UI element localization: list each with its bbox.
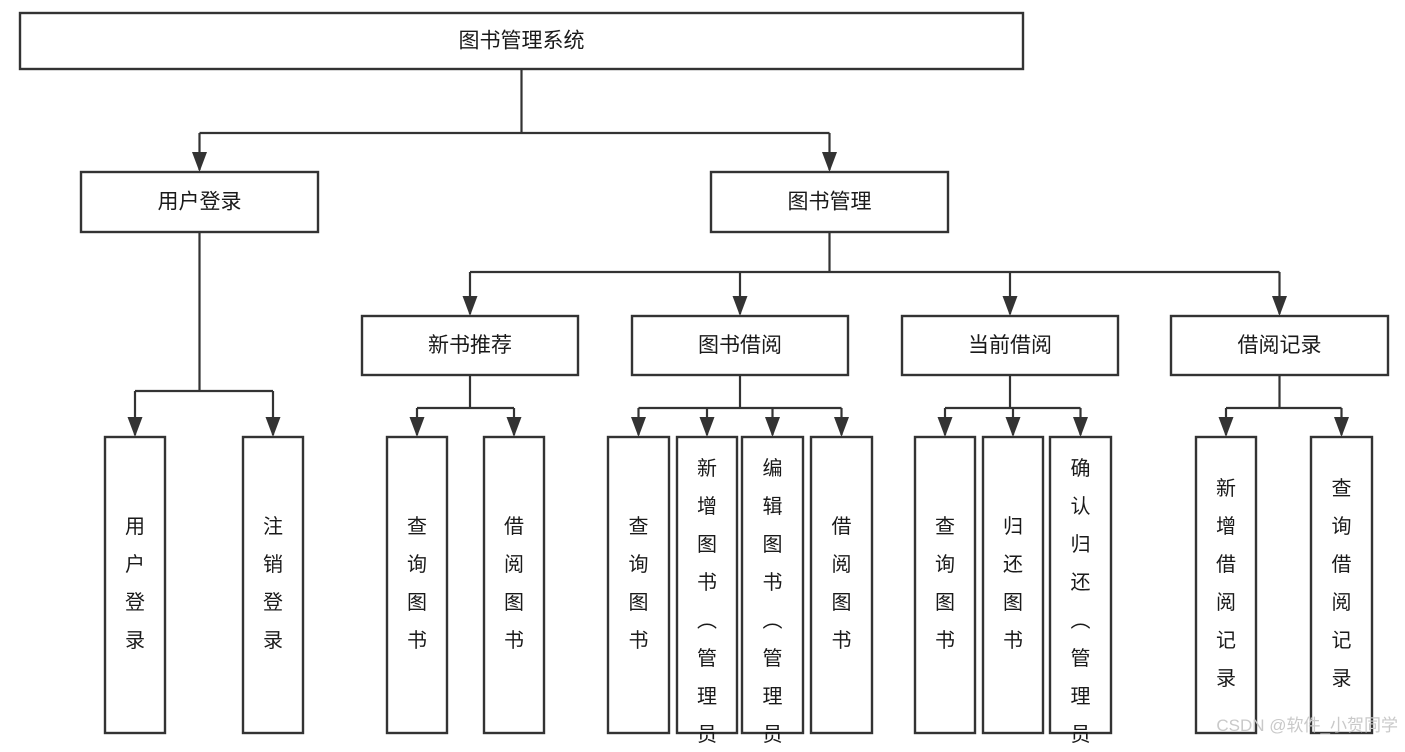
arrow-head-icon [834,417,849,437]
arrow-head-icon [1073,417,1088,437]
node-box-leaf-edit-book-admin [740,435,805,735]
arrow-head-icon [732,296,748,316]
node-label-leaf-add-borrow-record: 新增借阅记录 [1216,477,1236,690]
node-label-book-management: 图书管理 [788,191,872,214]
node-label-leaf-return-book: 归还图书 [1003,515,1023,652]
node-label-leaf-query-book-borrow: 查询图书 [629,515,649,652]
connectors-layer [127,69,1349,437]
node-box-leaf-query-book-current [913,435,977,735]
csdn-watermark: CSDN @软件_小贺同学 [1216,716,1398,735]
node-label-leaf-user-login: 用户登录 [125,516,145,652]
arrow-head-icon [1218,417,1234,437]
node-new-book-recommend[interactable]: 新书推荐 [360,314,580,377]
node-box-leaf-query-book-recommend [385,435,449,735]
node-label-leaf-confirm-return-admin: 确认归还︵管理员︶ [1071,457,1091,747]
node-leaf-borrow-book[interactable]: 借阅图书 [809,435,874,735]
node-box-leaf-query-borrow-record [1309,435,1374,735]
node-leaf-borrow-book-recommend[interactable]: 借阅图书 [482,435,546,735]
node-box-leaf-borrow-book-recommend [482,435,546,735]
arrow-head-icon [1272,296,1287,316]
node-box-user-login [79,170,320,234]
node-box-leaf-logout [241,435,305,735]
node-book-borrow[interactable]: 图书借阅 [630,314,850,377]
arrow-head-icon [765,417,780,437]
node-box-root [18,11,1025,71]
node-leaf-return-book[interactable]: 归还图书 [981,435,1045,735]
arrow-head-icon [822,152,837,172]
node-label-leaf-borrow-book-recommend: 借阅图书 [504,515,524,652]
node-box-leaf-borrow-book [809,435,874,735]
arrow-head-icon [265,417,281,437]
node-box-leaf-confirm-return-admin [1048,435,1113,735]
arrow-head-icon [1334,417,1349,437]
node-leaf-add-book-admin[interactable]: 新增图书︵管理员︶ [675,435,739,747]
node-leaf-query-book-current[interactable]: 查询图书 [913,435,977,735]
node-label-new-book-recommend: 新书推荐 [428,334,512,357]
node-label-root: 图书管理系统 [459,30,585,53]
node-leaf-add-borrow-record[interactable]: 新增借阅记录 [1194,435,1258,735]
arrow-head-icon [937,417,953,437]
node-current-borrow[interactable]: 当前借阅 [900,314,1120,377]
arrow-head-icon [631,417,646,437]
arrow-head-icon [127,417,143,437]
node-leaf-confirm-return-admin[interactable]: 确认归还︵管理员︶ [1048,435,1113,747]
node-label-leaf-query-borrow-record: 查询借阅记录 [1332,477,1352,690]
node-label-borrow-records: 借阅记录 [1238,334,1322,357]
node-box-book-borrow [630,314,850,377]
node-leaf-query-book-borrow[interactable]: 查询图书 [606,435,671,735]
node-user-login[interactable]: 用户登录 [79,170,320,234]
arrow-head-icon [1005,417,1021,437]
node-leaf-edit-book-admin[interactable]: 编辑图书︵管理员︶ [740,435,805,747]
node-leaf-logout[interactable]: 注销登录 [241,435,305,735]
arrow-head-icon [192,152,207,172]
node-leaf-query-book-recommend[interactable]: 查询图书 [385,435,449,735]
node-box-leaf-add-book-admin [675,435,739,735]
node-label-leaf-query-book-recommend: 查询图书 [407,515,427,652]
node-box-new-book-recommend [360,314,580,377]
node-label-leaf-borrow-book: 借阅图书 [832,515,852,652]
node-box-book-management [709,170,950,234]
node-label-current-borrow: 当前借阅 [968,334,1052,357]
node-box-leaf-query-book-borrow [606,435,671,735]
arrow-head-icon [1002,296,1018,316]
node-leaf-query-borrow-record[interactable]: 查询借阅记录 [1309,435,1374,735]
node-label-leaf-query-book-current: 查询图书 [935,515,955,652]
arrow-head-icon [699,417,715,437]
node-box-leaf-add-borrow-record [1194,435,1258,735]
node-label-leaf-add-book-admin: 新增图书︵管理员︶ [697,457,717,747]
node-label-leaf-logout: 注销登录 [263,515,283,652]
arrow-head-icon [462,296,478,316]
node-book-management[interactable]: 图书管理 [709,170,950,234]
node-box-leaf-return-book [981,435,1045,735]
node-root[interactable]: 图书管理系统 [18,11,1025,71]
node-label-book-borrow: 图书借阅 [698,334,782,357]
node-label-leaf-edit-book-admin: 编辑图书︵管理员︶ [763,457,783,747]
node-box-leaf-user-login [103,435,167,735]
node-box-borrow-records [1169,314,1390,377]
nodes-layer: 图书管理系统用户登录图书管理新书推荐图书借阅当前借阅借阅记录用户登录注销登录查询… [18,11,1390,747]
arrow-head-icon [409,417,425,437]
arrow-head-icon [506,417,522,437]
node-box-current-borrow [900,314,1120,377]
node-leaf-user-login[interactable]: 用户登录 [103,435,167,735]
node-borrow-records[interactable]: 借阅记录 [1169,314,1390,377]
node-label-user-login: 用户登录 [158,191,242,214]
